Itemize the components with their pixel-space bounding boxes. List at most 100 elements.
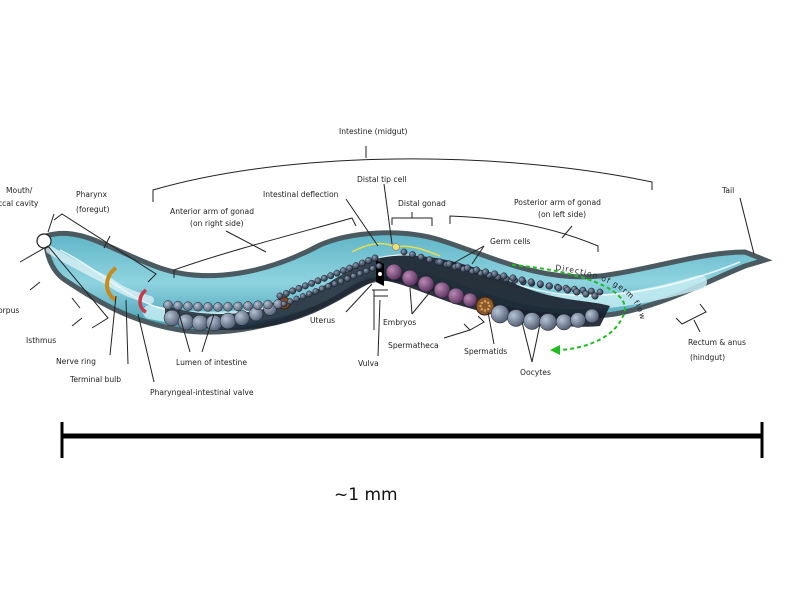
germ-cell [596, 288, 604, 296]
worm-body [36, 230, 773, 355]
label-spermatheca: Spermatheca [388, 341, 439, 350]
oocyte [173, 300, 183, 311]
germ-cell [320, 274, 328, 282]
germ-cell [417, 253, 425, 261]
germ-cell [301, 282, 309, 290]
germ-cell [573, 288, 581, 296]
oocyte [219, 312, 237, 330]
spermatid [480, 307, 484, 311]
label-posterior-arm-side: (on left side) [538, 210, 586, 219]
label-foregut: (foregut) [76, 205, 110, 214]
germ-cell [426, 256, 433, 263]
oocyte [193, 301, 203, 312]
oocyte [523, 312, 541, 330]
germ-cell [346, 264, 354, 272]
label-posterior-arm: Posterior arm of gonad [514, 198, 601, 207]
scale-bar-label: ~1 mm [334, 485, 398, 505]
germ-cell [308, 279, 316, 287]
oocyte [243, 301, 253, 311]
germ-cell [327, 272, 335, 280]
label-hindgut: (hindgut) [690, 353, 725, 362]
label-anterior-arm: Anterior arm of gonad [170, 207, 254, 216]
label-terminal-bulb: Terminal bulb [69, 375, 121, 384]
embryo [417, 275, 435, 293]
germ-flow-arrow [511, 264, 626, 351]
label-pharyngeal-intestinal-valve: Pharyngeal-intestinal valve [150, 388, 254, 397]
germ-cell [400, 248, 408, 256]
distal-tip-cell [351, 242, 441, 257]
label-distal-tip-cell: Distal tip cell [357, 175, 406, 184]
label-pharynx: Pharynx [76, 190, 107, 199]
germ-cell [409, 251, 416, 258]
label-mouth: Mouth/ [6, 186, 33, 195]
label-embryos: Embryos [383, 318, 416, 327]
vulva-opening [378, 272, 382, 276]
germ-cell [280, 300, 288, 308]
embryo [447, 287, 465, 305]
label-buccal-cavity: ccal cavity [0, 199, 39, 208]
posterior-gonad [380, 255, 610, 327]
germ-cell [314, 277, 322, 285]
germ-cell [509, 274, 517, 282]
germ-cell [299, 293, 307, 300]
germ-cell [445, 260, 453, 268]
oocyte [177, 313, 195, 331]
label-isthmus: Isthmus [26, 336, 56, 345]
germ-cell [369, 265, 376, 272]
spermatid [486, 307, 490, 311]
oocyte [570, 312, 586, 328]
embryo [462, 292, 478, 308]
mouth [36, 233, 52, 249]
oocyte [490, 304, 510, 324]
label-intestine-midgut: Intestine (midgut) [339, 127, 408, 136]
label-rectum-anus: Rectum & anus [688, 338, 746, 347]
germ-cell [331, 280, 338, 287]
germ-cell [337, 277, 345, 285]
pharynx [46, 246, 154, 304]
oocyte [234, 310, 250, 326]
spermatid [479, 304, 482, 308]
germ-cell [276, 292, 284, 300]
germ-cell [287, 298, 294, 305]
germ-cell [289, 287, 297, 295]
oocyte [213, 302, 223, 312]
germ-cell [356, 270, 364, 277]
germ-cell [482, 268, 490, 276]
spermatheca-posterior [475, 296, 495, 316]
scale-bar: ~1 mm [60, 422, 764, 505]
label-vulva: Vulva [358, 359, 379, 368]
oocyte [584, 308, 600, 324]
germ-cell [293, 295, 300, 303]
embryo [385, 263, 403, 281]
oocyte [205, 314, 223, 332]
germ-cell [463, 264, 471, 272]
oocyte [203, 302, 213, 312]
embryo [433, 281, 451, 299]
germ-cell [352, 262, 360, 270]
spermatid [488, 304, 491, 308]
germ-cell [554, 284, 563, 292]
germ-cell [582, 290, 590, 298]
germ-cell [564, 286, 572, 294]
oocyte [539, 313, 557, 331]
germ-cell [344, 275, 351, 282]
germ-cell [363, 267, 370, 275]
germ-cell [500, 272, 508, 280]
label-anterior-arm-side: (on right side) [190, 219, 244, 228]
oocyte [555, 313, 573, 331]
germ-cell [333, 269, 341, 277]
label-tail: Tail [721, 186, 734, 195]
germ-cell [375, 262, 383, 270]
germ-cell [371, 254, 379, 262]
germ-cell [365, 257, 373, 264]
pharyngeal-intestinal-valve [138, 288, 148, 314]
germ-cell [295, 284, 303, 292]
germ-cell [527, 278, 535, 286]
oocyte [163, 300, 173, 310]
spermatid [483, 300, 487, 303]
nerve-ring [105, 266, 118, 302]
germ-cell [545, 282, 553, 290]
oocyte [263, 299, 273, 310]
oocyte [191, 314, 209, 332]
